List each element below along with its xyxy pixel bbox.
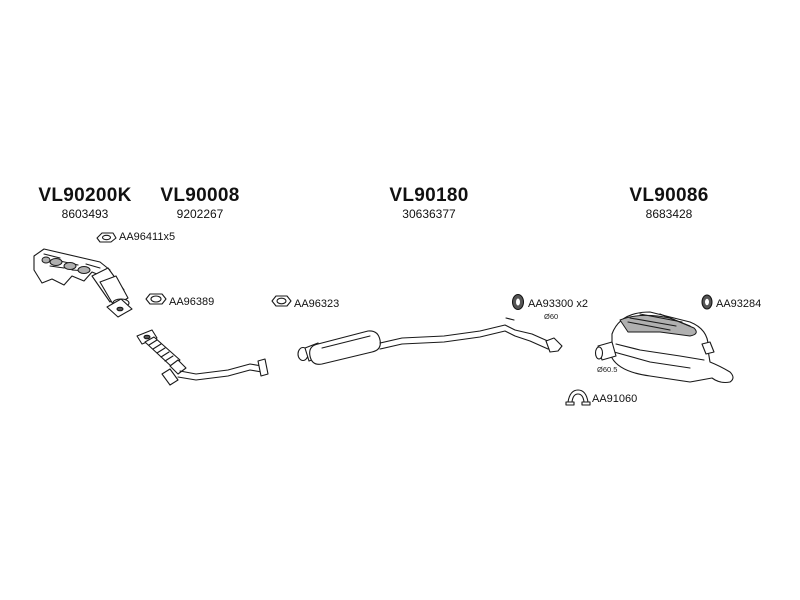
accessory-label: AA91060	[592, 393, 638, 405]
oe-number: 8683428	[645, 207, 693, 221]
diameter-label: Ø60.5	[597, 365, 618, 374]
gasket-icon	[96, 232, 117, 243]
middle-silencer-drawing	[297, 317, 563, 365]
accessory-label: AA96323	[294, 298, 340, 310]
clamp-icon	[565, 389, 591, 406]
front-pipe-drawing	[136, 329, 269, 386]
accessory-label: AA96389	[169, 296, 215, 308]
assembly-header-rear-silencer: VL90086 8683428	[604, 185, 734, 222]
accessory-label: AA93300 x2	[528, 298, 588, 310]
part-code: VL90180	[389, 185, 469, 206]
diameter-label: Ø60	[544, 312, 559, 321]
rubber-mount-icon	[512, 294, 524, 310]
rear-silencer-drawing	[594, 311, 734, 384]
assembly-header-middle-silencer: VL90180 30636377	[364, 185, 494, 222]
gasket-icon	[271, 295, 292, 307]
accessory-label: AA93284	[716, 298, 762, 310]
assembly-header-manifold: VL90200K 8603493	[20, 185, 150, 222]
exhaust-manifold-drawing	[33, 248, 133, 318]
part-code: VL90086	[629, 185, 709, 206]
oe-number: 9202267	[176, 207, 224, 221]
rubber-mount-icon	[701, 294, 713, 310]
oe-number: 30636377	[402, 207, 456, 221]
oe-number: 8603493	[61, 207, 109, 221]
assembly-header-front-pipe: VL90008 9202267	[138, 185, 262, 222]
part-code: VL90200K	[38, 185, 132, 206]
accessory-label: AA96411x5	[119, 231, 176, 243]
gasket-icon	[145, 293, 167, 305]
part-code: VL90008	[160, 185, 240, 206]
